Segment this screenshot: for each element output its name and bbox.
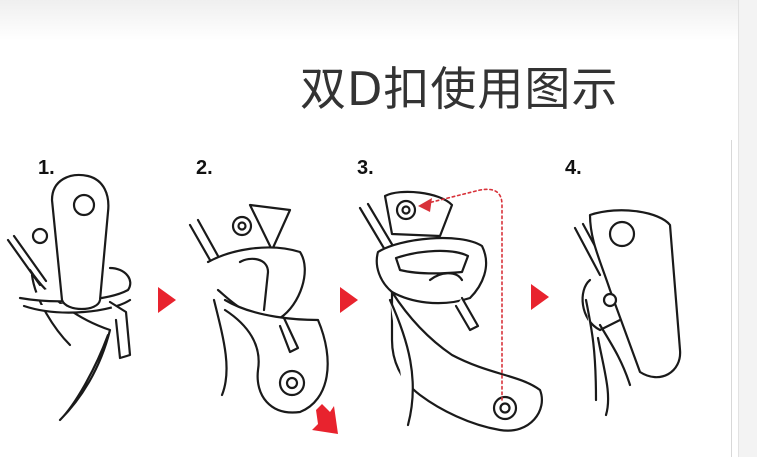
step-4-illustration [573,209,682,417]
step-1-illustration [6,173,132,422]
right-edge-strip [738,0,757,457]
pull-arrow-icon [312,404,338,434]
right-divider [731,140,732,457]
step-4-number: 4. [565,157,582,179]
top-shade [0,0,757,40]
step-3-illustration [358,190,543,432]
dotted-route-arrowhead [418,198,432,212]
next-arrow-icon [531,284,549,310]
step-2-number: 2. [196,157,213,179]
diagram-title: 双D扣使用图示 [300,62,619,116]
dotted-route-arrow-icon [423,188,503,401]
step-2-illustration [188,203,329,414]
next-arrow-icon [158,287,176,313]
next-arrow-icon [340,287,358,313]
step-3-number: 3. [357,157,374,179]
step-1-number: 1. [38,157,55,179]
